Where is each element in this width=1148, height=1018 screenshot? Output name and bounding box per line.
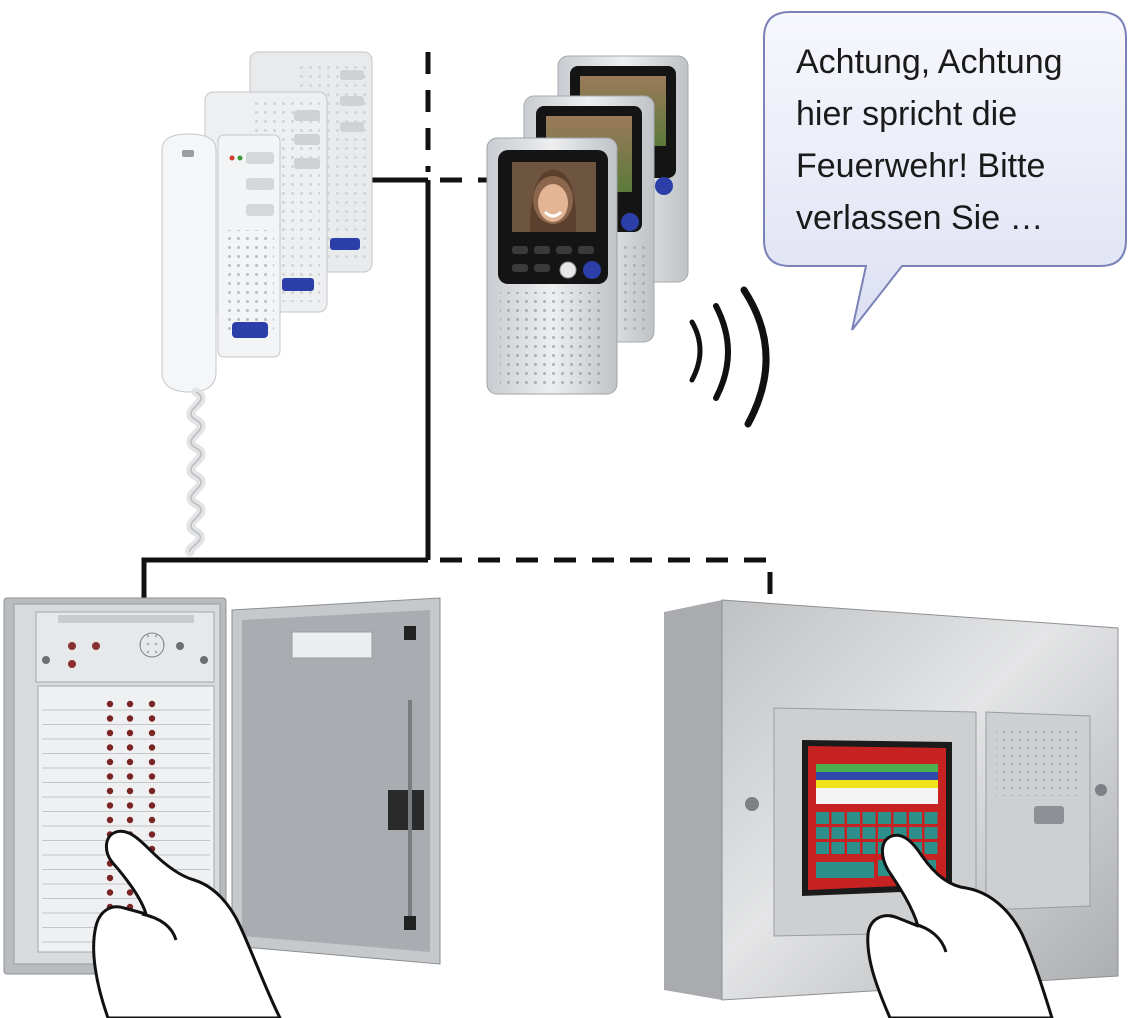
cabinet-indicator-led: [106, 787, 114, 795]
touch-screen-key: [847, 842, 860, 854]
touch-screen-key: [847, 827, 860, 839]
cabinet-indicator-led: [126, 889, 134, 896]
dashed-connection-lines: [425, 52, 773, 606]
cabinet-indicator-led: [148, 744, 156, 751]
cabinet-indicator-led: [106, 729, 114, 737]
wired-connection-lines: [141, 177, 431, 600]
right-hand-pointing-icon: [866, 833, 1054, 1018]
cabinet-indicator-led: [126, 700, 134, 708]
touch-screen-key: [816, 812, 829, 824]
touch-screen-key: [909, 812, 922, 824]
cabinet-indicator-led: [148, 802, 156, 809]
cabinet-indicator-led: [106, 773, 114, 780]
cabinet-indicator-led: [106, 715, 114, 722]
cabinet-indicator-led: [106, 700, 114, 708]
cabinet-indicator-led: [148, 787, 156, 795]
touch-screen-key: [816, 842, 829, 854]
audio-handset-front: [161, 133, 281, 557]
touch-screen-key: [893, 812, 907, 824]
touch-screen-key: [831, 812, 845, 824]
cabinet-indicator-led: [126, 816, 134, 824]
cabinet-indicator-led: [106, 758, 114, 766]
touch-screen-key: [924, 812, 938, 824]
cabinet-indicator-led: [148, 816, 156, 824]
touch-screen-key: [831, 842, 845, 854]
cabinet-indicator-led: [148, 758, 156, 766]
touch-screen-key: [878, 812, 891, 824]
touch-screen-key: [862, 827, 876, 839]
cabinet-indicator-led: [106, 802, 114, 809]
touch-screen-key: [847, 812, 860, 824]
cabinet-indicator-led: [106, 889, 114, 896]
cabinet-indicator-led: [126, 773, 134, 780]
sound-wave-icon: [689, 286, 770, 428]
speech-bubble-text: Achtung, Achtung hier spricht die Feuerw…: [796, 43, 1063, 237]
cabinet-indicator-led: [148, 700, 156, 708]
cabinet-indicator-led: [148, 831, 156, 838]
touch-screen-key: [878, 827, 891, 839]
left-cabinet-line: [141, 557, 428, 600]
cabinet-indicator-led: [148, 729, 156, 737]
cabinet-indicator-led: [106, 816, 114, 824]
cabinet-indicator-led: [126, 758, 134, 766]
cabinet-indicator-led: [106, 874, 114, 882]
cabinet-indicator-led: [126, 744, 134, 751]
touch-screen-key: [924, 842, 938, 854]
cabinet-indicator-led: [126, 802, 134, 809]
touch-screen-key: [831, 827, 845, 839]
touch-screen-key: [909, 827, 922, 839]
cabinet-indicator-led: [126, 787, 134, 795]
right-panel-dashed-line: [440, 557, 773, 606]
cabinet-indicator-led: [126, 729, 134, 737]
cabinet-indicator-led: [126, 715, 134, 722]
cabinet-indicator-led: [148, 715, 156, 722]
touch-screen-key: [816, 827, 829, 839]
touch-screen-key: [924, 827, 938, 839]
cabinet-indicator-led: [148, 773, 156, 780]
left-hand-pointing-icon: [92, 829, 282, 1018]
speech-bubble: [763, 11, 1127, 331]
touch-screen-key: [862, 842, 876, 854]
touch-screen-key: [862, 812, 876, 824]
cabinet-indicator-led: [106, 744, 114, 751]
video-monitor-front: [486, 137, 618, 395]
